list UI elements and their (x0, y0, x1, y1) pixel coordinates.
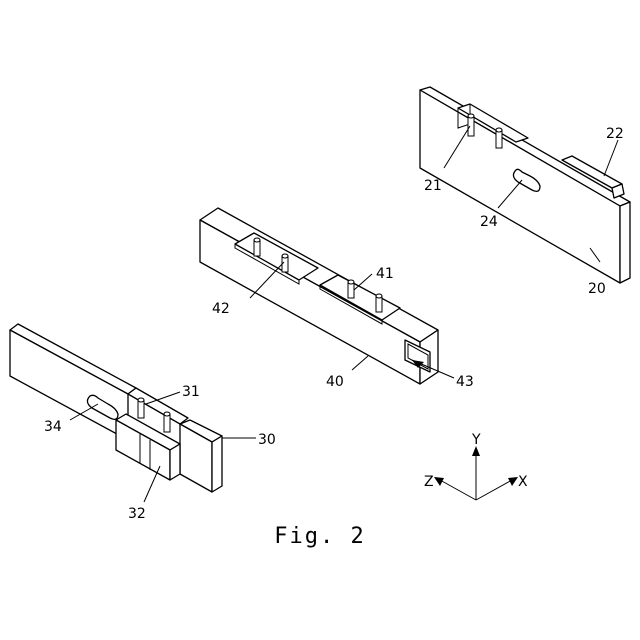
axis-triad: Y X Z (424, 432, 528, 500)
label-32: 32 (128, 506, 146, 522)
part-40 (200, 208, 438, 384)
label-40: 40 (326, 374, 344, 390)
label-42: 42 (212, 301, 230, 317)
label-20: 20 (588, 281, 606, 297)
label-43: 43 (456, 374, 474, 390)
label-31: 31 (182, 384, 200, 400)
axis-label-x: X (518, 474, 528, 490)
label-41: 41 (376, 266, 394, 282)
axis-label-z: Z (424, 474, 434, 490)
label-24: 24 (480, 214, 498, 230)
axis-label-y: Y (471, 432, 481, 448)
label-30: 30 (258, 432, 276, 448)
part-20 (420, 87, 630, 283)
part-30 (10, 324, 222, 492)
label-21: 21 (424, 178, 442, 194)
figure-caption: Fig. 2 (0, 524, 640, 549)
label-34: 34 (44, 419, 62, 435)
label-22: 22 (606, 126, 624, 142)
